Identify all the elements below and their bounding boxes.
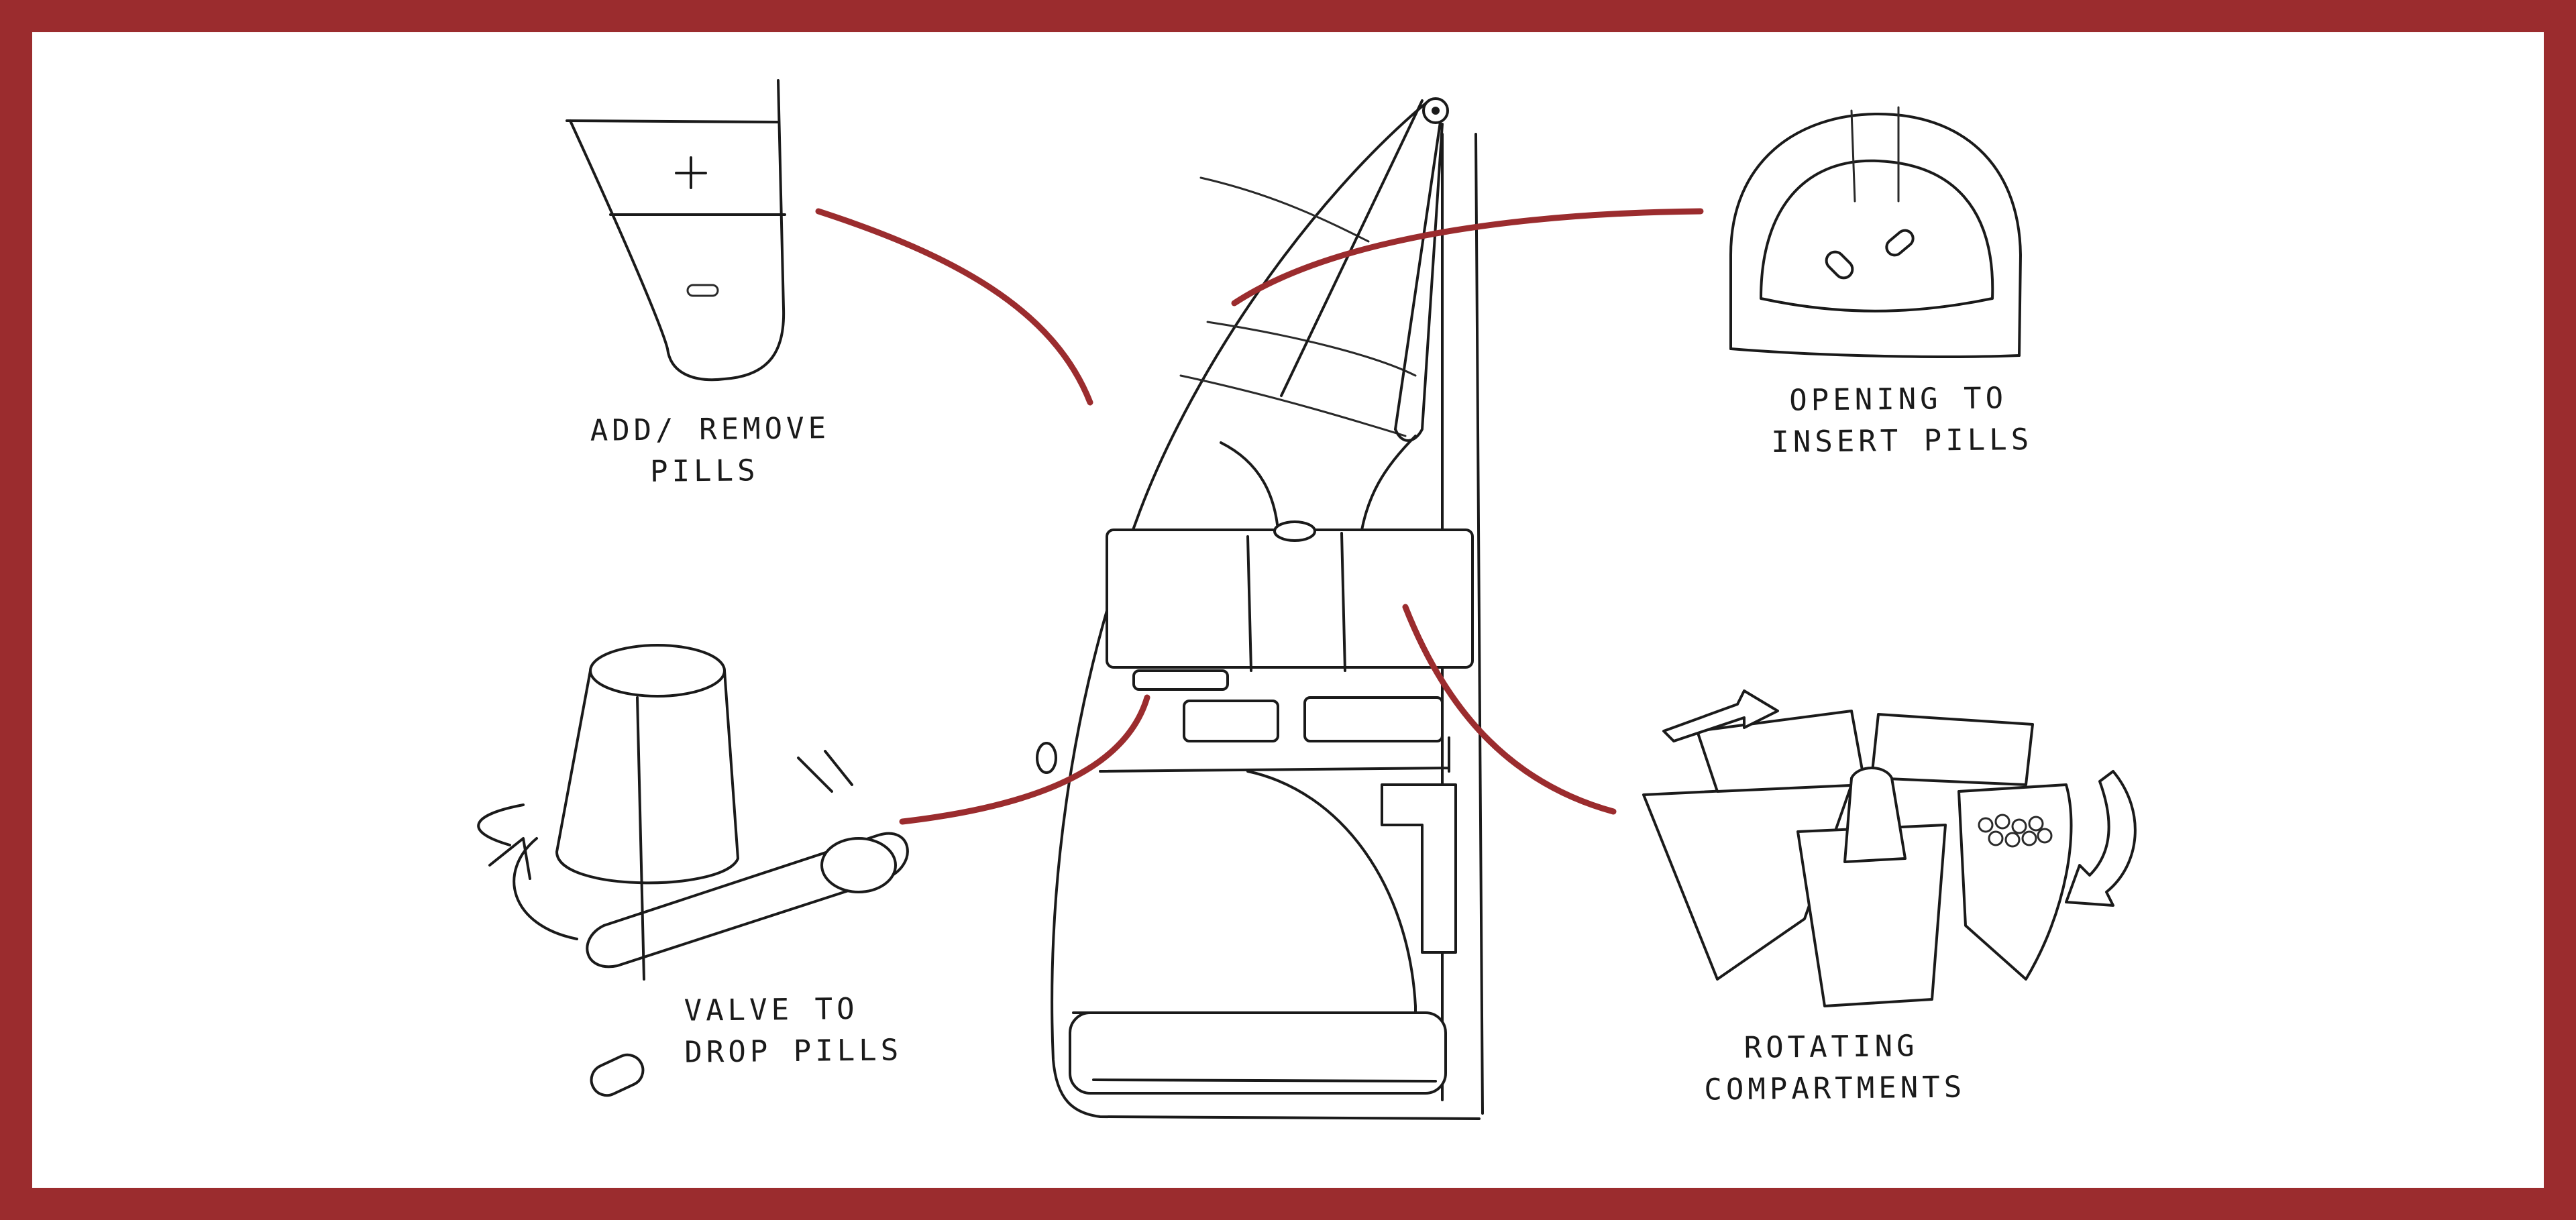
label-rotating: ROTATING COMPARTMENTS (1703, 1024, 2026, 1111)
callout-add-remove (815, 208, 1093, 406)
pill-icon (1885, 229, 1915, 257)
device-knob (1036, 742, 1057, 774)
pill-dot (1994, 814, 2010, 830)
hopper-shade (1199, 176, 1370, 243)
pill-dot (2037, 828, 2053, 844)
valve-axis-line (636, 696, 645, 981)
pill-dispenser-device (1036, 97, 1484, 1120)
pill-dot (2011, 818, 2027, 834)
side-button (1381, 783, 1457, 954)
minus-icon (686, 284, 719, 297)
hopper-line-2 (1179, 374, 1407, 437)
plus-icon (675, 156, 707, 189)
pill-dot (2021, 830, 2037, 846)
label-rotating-line1: ROTATING (1743, 1029, 1919, 1065)
opening-chute (1850, 106, 1900, 203)
compartment-wedge-right (1957, 783, 2073, 981)
compartment-center-cap (1273, 520, 1316, 542)
valve-detail (477, 644, 909, 1097)
label-rotating-line2: COMPARTMENTS (1704, 1070, 1966, 1107)
label-add-remove-line1: ADD/ REMOVE (590, 411, 830, 448)
button-panel-lines (566, 119, 786, 216)
tray-base-line (1092, 1078, 1437, 1083)
label-add-remove-line2: PILLS (649, 453, 759, 489)
callout-opening (1231, 208, 1704, 307)
rotating-compartments-detail (1642, 689, 2137, 1007)
pill-dot (1978, 817, 1994, 833)
pill-dot (2004, 832, 2021, 848)
rotation-arrow-icon (513, 837, 578, 940)
add-remove-detail (566, 79, 786, 382)
label-add-remove: ADD/ REMOVE PILLS (590, 408, 830, 494)
label-opening-line1: OPENING TO (1788, 381, 2008, 418)
valve-chamber-right (1303, 696, 1444, 742)
valve-cylinder (555, 669, 739, 885)
pill-icon (590, 1053, 645, 1097)
valve-cylinder-top (589, 644, 726, 698)
rotation-arrow-icon (1662, 689, 1779, 742)
opening-detail (1729, 106, 2022, 358)
compartment-housing (1106, 529, 1474, 669)
shelf-line (1099, 736, 1450, 773)
opening-base (1729, 347, 2021, 358)
pill-dot (1988, 830, 2004, 846)
rotation-arrow-icon (2065, 770, 2137, 907)
opening-inner-well (1760, 159, 1994, 313)
valve-lever-end (820, 837, 897, 893)
label-opening: OPENING TO INSERT PILLS (1770, 378, 2033, 463)
compartment-center-post (1843, 767, 1907, 863)
rotation-arrow-head (488, 837, 531, 880)
valve-lever (1132, 669, 1229, 691)
pill-icon (1825, 250, 1854, 280)
compartment-wedge-back-right (1870, 713, 2034, 786)
callout-valve (899, 694, 1150, 825)
callout-lines (815, 208, 1704, 825)
label-valve: VALVE TO DROP PILLS (657, 988, 926, 1074)
pill-dot (2028, 816, 2044, 832)
lid-hinge-pin (1432, 107, 1440, 115)
collection-tray (1069, 1011, 1447, 1095)
label-valve-line1: VALVE TO (684, 991, 859, 1028)
pills-cluster (1978, 814, 2053, 848)
compartment-dividers (1246, 532, 1346, 672)
opening-outer-shell (1729, 113, 2022, 357)
button-panel-outline (569, 79, 786, 382)
valve-chamber-left (1183, 700, 1279, 742)
funnel-sides (1220, 435, 1417, 531)
valve-swing-line (477, 803, 525, 846)
label-valve-line2: DROP PILLS (684, 1033, 903, 1070)
valve-shaft (797, 750, 853, 793)
callout-rotating (1402, 604, 1617, 815)
hopper-line-1 (1206, 321, 1417, 377)
label-opening-line2: INSERT PILLS (1771, 422, 2033, 459)
device-body-outline (1051, 99, 1481, 1120)
dispense-cavity (1072, 770, 1417, 1014)
